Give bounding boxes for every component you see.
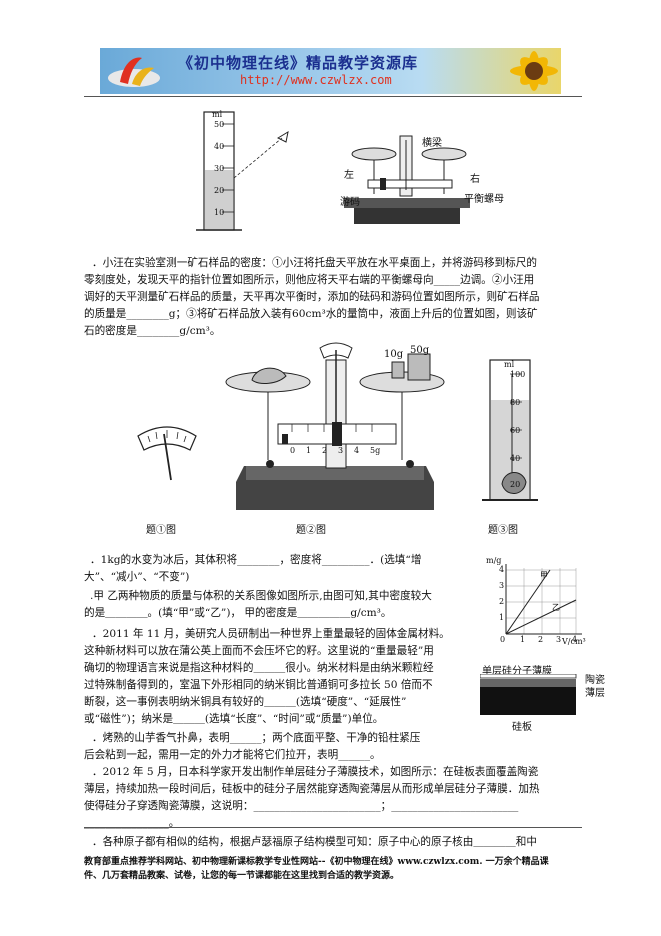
cyl-tick: 100 (510, 370, 526, 379)
cyl-tick: 20 (510, 480, 521, 489)
label-left: 左 (344, 170, 354, 181)
scale-tick: 2 (322, 446, 328, 455)
q3-line: 的是＿＿＿＿。(填“甲”或“乙”)， 甲的密度是＿＿＿＿＿g/cm³。 (84, 607, 392, 619)
cyl-tick: 40 (510, 454, 521, 463)
footer-rule (84, 827, 582, 828)
label-rider: 游码 (340, 197, 360, 208)
q2-line: ．1kg的水变为冰后，其体积将________，密度将_________．(选填… (90, 554, 422, 566)
header-banner: 《初中物理在线》精品教学资源库 http://www.czwlzx.com (100, 48, 561, 94)
top-cyl-tick: 10 (214, 208, 225, 217)
graph-x-tick: 1 (520, 635, 526, 644)
q1-line: 零刻度处，发现天平的指针位置如图所示，则他应将天平右端的平衡螺母向_____边调… (84, 274, 535, 286)
caption-fig3: 题③图 (488, 525, 518, 536)
q4-line: 过特殊制备得到的，室温下外形相同的纳米铜比普通铜可多拉长 50 倍而不 (84, 679, 433, 691)
q6-line: 薄层，持续加热一段时间后，硅板中的硅分子居然能穿透陶瓷薄层从而形成单层硅分子薄膜… (84, 783, 540, 795)
graph-y-tick: 1 (499, 613, 505, 622)
graph-x-tick: 3 (556, 635, 562, 644)
graph-y-tick: 3 (499, 581, 505, 590)
graph-x-tick: 2 (538, 635, 544, 644)
eye-icon (276, 130, 289, 143)
cyl-tick: 60 (510, 426, 521, 435)
q2-line: 大”、“减小”、“不变”) (84, 571, 190, 583)
top-balance-figure (344, 135, 470, 224)
top-cyl-tick: 20 (214, 186, 225, 195)
banner-url[interactable]: http://www.czwlzx.com (240, 73, 392, 87)
film-layer-label: 薄层 (585, 688, 605, 699)
q1-line: 石的密度是________g/cm³。 (84, 325, 221, 337)
q5-line: ．烤熟的山芋香气扑鼻，表明______；两个底面平整、干净的铅柱紧压 (92, 732, 421, 744)
mass-volume-graph (505, 564, 582, 635)
cyl-unit: ml (504, 360, 515, 369)
q6-line: 使得硅分子穿透陶瓷薄膜，这说明：________________________… (84, 800, 519, 812)
silicon-film-figure (480, 674, 577, 715)
label-nut: 平衡螺母 (464, 194, 504, 205)
top-cyl-unit: ml (212, 110, 223, 119)
cyl-tick: 80 (510, 398, 521, 407)
site-logo-icon (108, 57, 160, 87)
scale-tick: 3 (338, 446, 344, 455)
graph-x-tick: 4 (572, 635, 578, 644)
banner-title: 《初中物理在线》精品教学资源库 (178, 54, 419, 72)
scale-tick: 5g (370, 446, 381, 455)
graph-y-tick: 2 (499, 597, 505, 606)
balance-with-weights-figure (225, 342, 445, 510)
q6-line: ________________。 (84, 817, 180, 829)
q4-line: 断裂，这一事例表明纳米铜具有较好的＿＿＿(选填“硬度”、“延展性” (84, 696, 407, 708)
weight-label: 10g (384, 349, 404, 360)
q1-line: 的质量是________g；③将矿石样品放入装有60cm³水的量筒中，液面上升后… (84, 308, 538, 320)
sunflower-icon (510, 51, 558, 91)
graph-x-tick: 0 (500, 635, 506, 644)
footer-line: 件、几万套精品教案、试卷，让您的每一节课都能在这里找到合适的教学资源。 (84, 871, 400, 881)
top-cyl-tick: 50 (214, 120, 225, 129)
graph-y-tick: 4 (499, 565, 505, 574)
graph-ylabel: m/g (486, 556, 502, 565)
top-cyl-tick: 30 (214, 164, 225, 173)
q6-line: ．2012 年 5 月，日本科学家开发出制作单层硅分子薄膜技术，如图所示：在硅板… (92, 766, 539, 778)
pointer-dial-figure (137, 426, 197, 481)
q4-line: 或“磁性”)；纳米是＿＿＿(选填“长度”、“时间”或“质量”)单位。 (84, 713, 384, 725)
q4-line: ．2011 年 11 月，美研究人员研制出一种世界上重量最轻的固体金属材料。 (92, 628, 450, 640)
cylinder-with-stone-figure (482, 359, 538, 501)
scale-tick: 1 (306, 446, 312, 455)
q5-line: 后会粘到一起，需用一定的外力才能将它们拉开，表明______。 (84, 749, 381, 761)
weight-label: 50g (410, 345, 430, 356)
caption-fig2: 题②图 (296, 525, 326, 536)
q1-line: 调好的天平测量矿石样品的质量，天平再次平衡时，添加的砝码和游码位置如图所示，则矿… (84, 291, 540, 303)
film-board-label: 硅板 (512, 722, 532, 733)
q3-line: .甲 乙两种物质的质量与体积的关系图像如图所示,由图可知,其中密度较大 (90, 590, 432, 602)
footer-line: 教育部重点推荐学科网站、初中物理新课标教学专业性网站--《初中物理在线》www.… (84, 857, 549, 867)
q1-line: ．小汪在实验室测一矿石样品的密度：①小汪将托盘天平放在水平桌面上，并将游码移到标… (92, 257, 537, 269)
top-cylinder-figure (196, 111, 289, 231)
q7-line: ．各种原子都有相似的结构，根据卢瑟福原子结构模型可知：原子中心的原子核由＿＿＿＿… (92, 836, 537, 848)
top-cyl-tick: 40 (214, 142, 225, 151)
header-rule (84, 96, 582, 97)
graph-xlabel: V/cm³ (562, 637, 586, 646)
graph-series-label: 甲 (540, 571, 548, 580)
q4-line: 确切的物理语言来说是指这种材料的＿＿＿很小。纳米材料是由纳米颗粒经 (84, 662, 434, 674)
film-ceramic-label: 陶瓷 (585, 675, 605, 686)
label-beam: 横梁 (422, 138, 442, 149)
scale-tick: 0 (290, 446, 296, 455)
label-right: 右 (470, 174, 480, 185)
graph-series-label: 乙 (552, 603, 560, 612)
caption-fig1: 题①图 (146, 525, 176, 536)
scale-tick: 4 (354, 446, 360, 455)
film-top-label: 单层硅分子薄膜 (482, 666, 552, 677)
q4-line: 这种新材料可以放在蒲公英上面而不会压坏它的籽。这里说的“重量最轻”用 (84, 645, 434, 657)
